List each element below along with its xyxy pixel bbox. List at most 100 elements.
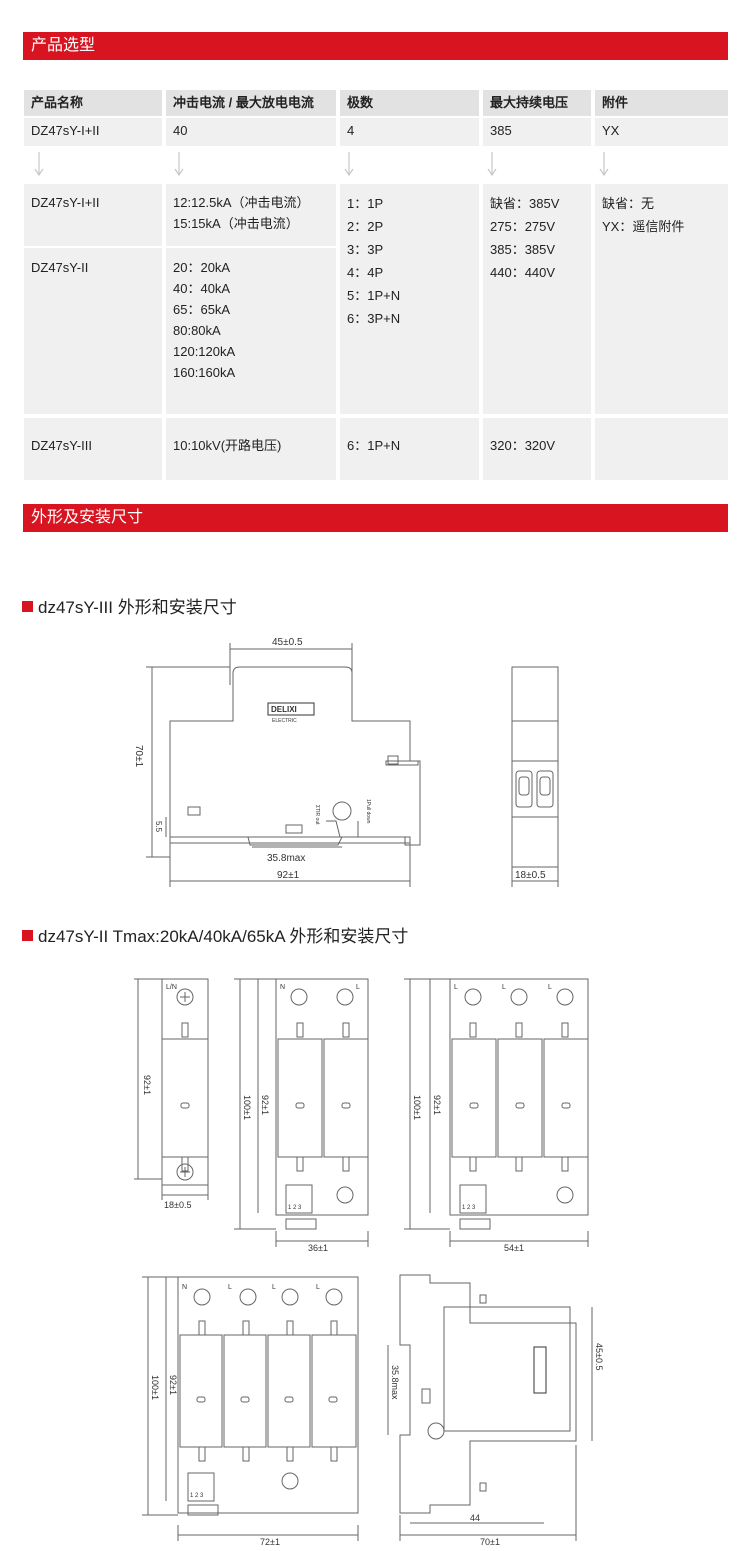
voltage-option: 440：440V	[490, 265, 556, 280]
header-product-name: 产品名称	[24, 90, 162, 116]
fig1-dim-height: 70±1	[133, 745, 144, 768]
model-1: DZ47sY-I+II	[31, 195, 100, 210]
fig1-dim-width: 92±1	[277, 870, 300, 881]
fig1-dim-rail: 35.8max	[267, 853, 305, 864]
current-option: 160:160kA	[173, 365, 236, 380]
fig1-label-pull: 1Pull down	[365, 799, 371, 824]
switch-numbers: 1 2 3	[190, 1493, 204, 1499]
delixi-logo-icon: DELIXI ELECTRIC	[267, 702, 315, 724]
current-option: 12:12.5kA（冲击电流）	[173, 195, 310, 210]
model-cell-1: DZ47sY-I+II	[24, 184, 162, 246]
current-option: 40：40kA	[173, 281, 231, 296]
switch-numbers: 1 2 3	[288, 1205, 302, 1211]
accessory-option: 缺省：无	[602, 196, 655, 211]
terminal-label: L	[502, 984, 506, 991]
dim-18: 18±0.5	[164, 1200, 191, 1210]
header-accessory: 附件	[595, 90, 728, 116]
fig1-heading: dz47sY-III 外形和安装尺寸	[22, 593, 237, 618]
terminal-label: L/N	[166, 984, 177, 991]
down-arrow-icon	[599, 152, 609, 177]
dim-92: 92±1	[142, 1075, 152, 1095]
fig2-heading: dz47sY-II Tmax:20kA/40kA/65kA 外形和安装尺寸	[22, 922, 408, 947]
voltage-option: 385：385V	[490, 242, 556, 257]
model-3: DZ47sY-III	[31, 438, 92, 453]
pole-option: 1：1P	[347, 196, 384, 211]
current-cell-3: 10:10kV(开路电压)	[166, 418, 336, 480]
voltage-option: 320：320V	[490, 438, 556, 453]
dim-92: 92±1	[260, 1095, 270, 1115]
fig1-label-out: ΣTIR out	[314, 805, 320, 825]
pole-option: 6：1P+N	[347, 438, 401, 453]
section-title: 外形及安装尺寸	[31, 509, 144, 526]
accessory-option: YX：遥信附件	[602, 219, 685, 234]
voltage-cell: 缺省：385V 275：275V 385：385V 440：440V	[483, 184, 591, 414]
fig1-title: dz47sY-III 外形和安装尺寸	[38, 598, 237, 617]
current-option: 15:15kA（冲击电流）	[173, 216, 299, 231]
terminal-label: L	[548, 984, 552, 991]
fig2-drawing: L/N N L L L L N L L L 1 2 3 1 2 3 1 2 3 …	[134, 978, 604, 1545]
current-option: 120:120kA	[173, 344, 236, 359]
red-square-icon	[22, 930, 33, 941]
dim-54: 54±1	[504, 1243, 524, 1253]
terminal-label: N	[182, 1284, 187, 1291]
model-cell-3: DZ47sY-III	[24, 418, 162, 480]
pole-option: 4：4P	[347, 265, 384, 280]
example-accessory: YX	[595, 118, 728, 146]
model-cell-2: DZ47sY-II	[24, 248, 162, 414]
example-voltage: 385	[483, 118, 591, 146]
red-square-icon	[22, 601, 33, 612]
dim-100: 100±1	[412, 1095, 422, 1120]
down-arrows	[34, 152, 609, 177]
current-option: 10:10kV(开路电压)	[173, 438, 282, 453]
dim-44: 44	[470, 1513, 480, 1523]
current-option: 20：20kA	[173, 260, 231, 275]
dim-72: 72±1	[260, 1537, 280, 1545]
example-model: DZ47sY-I+II	[24, 118, 162, 146]
down-arrow-icon	[487, 152, 497, 177]
dim-92: 92±1	[432, 1095, 442, 1115]
delixi-logo-icon	[533, 1346, 547, 1394]
voltage-option: 275：275V	[490, 219, 556, 234]
terminal-label: L	[228, 1284, 232, 1291]
accessory-cell: 缺省：无 YX：遥信附件	[595, 184, 728, 414]
dim-100: 100±1	[242, 1095, 252, 1120]
fig1-dim-side: 18±0.5	[515, 870, 546, 881]
terminal-label: L	[316, 1284, 320, 1291]
current-option: 80:80kA	[173, 323, 221, 338]
voltage-cell-3: 320：320V	[483, 418, 591, 480]
example-poles: 4	[340, 118, 479, 146]
model-2: DZ47sY-II	[31, 260, 89, 275]
terminal-label: L	[454, 984, 458, 991]
example-current: 40	[166, 118, 336, 146]
section-bar-dimensions: 外形及安装尺寸	[23, 504, 728, 532]
down-arrow-icon	[344, 152, 354, 177]
dim-92: 92±1	[168, 1375, 178, 1395]
svg-text:ELECTRIC: ELECTRIC	[272, 718, 297, 724]
switch-numbers: 1 2 3	[462, 1205, 476, 1211]
current-cell-1: 12:12.5kA（冲击电流） 15:15kA（冲击电流）	[166, 184, 336, 246]
terminal-label: N	[280, 984, 285, 991]
accessory-cell-3	[595, 418, 728, 480]
header-voltage: 最大持续电压	[483, 90, 591, 116]
dim-100: 100±1	[150, 1375, 160, 1400]
pole-option: 3：3P	[347, 242, 384, 257]
dim-45: 45±0.5	[594, 1343, 604, 1370]
down-arrow-icon	[34, 152, 44, 177]
dim-35: 35.8max	[390, 1365, 400, 1400]
terminal-label: L	[356, 984, 360, 991]
dim-36: 36±1	[308, 1243, 328, 1253]
header-current: 冲击电流 / 最大放电电流	[166, 90, 336, 116]
section-bar-product-selection: 产品选型	[23, 32, 728, 60]
down-arrow-icon	[174, 152, 184, 177]
pole-option: 2：2P	[347, 219, 384, 234]
fig1-dim-top: 45±0.5	[272, 637, 303, 648]
dim-70: 70±1	[480, 1537, 500, 1545]
pole-option: 6：3P+N	[347, 311, 401, 326]
fig1-drawing: 45±0.5 70±1 5.5 35.8max 92±1 18±0.5 DELI…	[133, 637, 559, 887]
fig2-title: dz47sY-II Tmax:20kA/40kA/65kA 外形和安装尺寸	[38, 927, 409, 946]
svg-text:DELIXI: DELIXI	[271, 705, 297, 714]
header-poles: 极数	[340, 90, 479, 116]
poles-cell-3: 6：1P+N	[340, 418, 479, 480]
poles-cell: 1：1P 2：2P 3：3P 4：4P 5：1P+N 6：3P+N	[340, 184, 479, 414]
section-title: 产品选型	[31, 37, 96, 54]
